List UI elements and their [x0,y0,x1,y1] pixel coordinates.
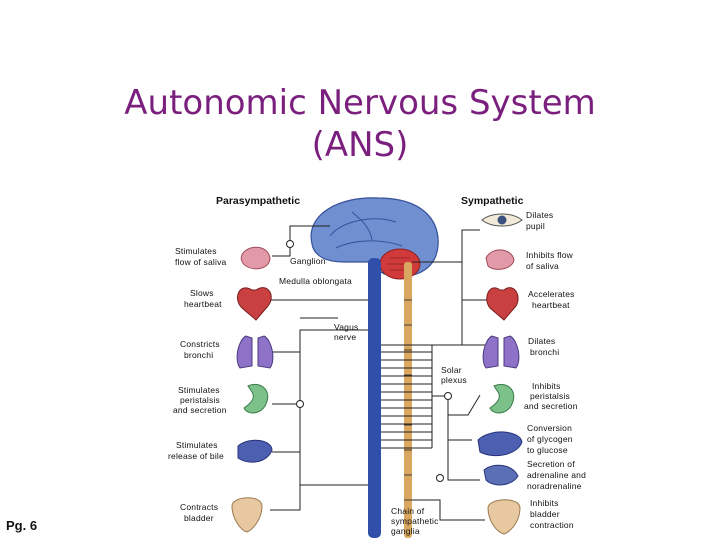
slide-title: Autonomic Nervous System (ANS) [0,82,720,166]
svg-text:and secretion: and secretion [173,405,227,415]
title-line-1: Autonomic Nervous System [124,83,596,123]
bladder-right [487,499,521,535]
svg-text:Secretion of: Secretion of [527,459,575,469]
svg-text:Chain of: Chain of [391,506,425,516]
right-label-pupil: Dilates pupil [526,210,553,231]
svg-text:heartbeat: heartbeat [532,300,570,310]
sympathetic-header: Sympathetic [461,195,524,207]
svg-text:adrenaline and: adrenaline and [527,470,586,480]
svg-text:peristalsis: peristalsis [180,395,220,405]
svg-text:peristalsis: peristalsis [530,391,570,401]
svg-text:pupil: pupil [526,221,545,231]
left-label-heart: Slows heartbeat [184,288,222,309]
svg-text:flow of saliva: flow of saliva [175,257,227,267]
right-label-adrenaline: Secretion of adrenaline and noradrenalin… [527,459,586,491]
parasympathetic-header: Parasympathetic [216,195,300,207]
svg-text:bladder: bladder [184,513,214,523]
vagus-nerve-label: Vagus nerve [334,322,358,342]
heart-left [237,287,272,321]
chain-ganglia-label: Chain of sympathetic ganglia [391,506,439,536]
heart-right [486,287,519,321]
ganglion-label: Ganglion [290,256,326,266]
svg-text:Stimulates: Stimulates [178,385,220,395]
svg-text:of saliva: of saliva [526,261,559,271]
stomach-right [489,384,515,414]
svg-text:noradrenaline: noradrenaline [527,481,582,491]
medulla-label: Medulla oblongata [279,276,352,286]
salivary-gland-right [485,249,515,270]
svg-text:Dilates: Dilates [526,210,553,220]
svg-text:Accelerates: Accelerates [528,289,575,299]
brain-illustration [310,197,439,280]
svg-text:heartbeat: heartbeat [184,299,222,309]
spinal-cord [368,258,381,538]
right-label-heart: Accelerates heartbeat [528,289,575,310]
svg-text:release of bile: release of bile [168,451,224,461]
svg-text:and secretion: and secretion [524,401,578,411]
left-label-saliva: Stimulates flow of saliva [175,246,227,267]
stomach-left [243,384,269,414]
svg-text:Inhibits: Inhibits [532,381,561,391]
svg-text:Solar: Solar [441,365,462,375]
svg-text:of glycogen: of glycogen [527,434,573,444]
svg-text:bronchi: bronchi [530,347,559,357]
left-label-peristalsis: Stimulates peristalsis and secretion [173,385,227,415]
right-label-bronchi: Dilates bronchi [528,336,559,357]
liver-left [237,439,273,463]
svg-text:sympathetic: sympathetic [391,516,439,526]
svg-text:contraction: contraction [530,520,574,530]
title-line-2: (ANS) [311,125,409,166]
page-number: Pg. 6 [6,518,38,533]
svg-text:Conversion: Conversion [527,423,572,433]
solar-plexus-label: Solar plexus [441,365,467,385]
svg-text:nerve: nerve [334,332,356,342]
svg-text:bladder: bladder [530,509,560,519]
svg-text:Stimulates: Stimulates [176,440,218,450]
svg-text:plexus: plexus [441,375,467,385]
left-label-bladder: Contracts bladder [180,502,218,523]
left-organs [231,246,274,533]
right-label-saliva: Inhibits flow of saliva [526,250,574,271]
svg-text:Inhibits: Inhibits [530,498,559,508]
svg-text:Slows: Slows [190,288,214,298]
svg-text:Inhibits flow: Inhibits flow [526,250,574,260]
lungs-right [482,335,520,369]
svg-text:Stimulates: Stimulates [175,246,217,256]
left-label-bile: Stimulates release of bile [168,440,224,461]
svg-text:ganglia: ganglia [391,526,420,536]
right-label-peristalsis: Inhibits peristalsis and secretion [524,381,578,411]
liver-right [477,431,523,457]
svg-text:Contracts: Contracts [180,502,218,512]
bladder-left [231,497,263,533]
right-organs [477,213,523,535]
adrenal-kidney [483,464,519,486]
svg-text:bronchi: bronchi [184,350,213,360]
svg-text:Dilates: Dilates [528,336,555,346]
left-label-bronchi: Constricts bronchi [180,339,220,360]
right-label-glycogen: Conversion of glycogen to glucose [527,423,573,455]
svg-text:Constricts: Constricts [180,339,220,349]
lungs-left [236,335,274,369]
right-label-bladder: Inhibits bladder contraction [530,498,574,530]
salivary-gland-left [240,246,271,270]
svg-text:to glucose: to glucose [527,445,568,455]
svg-text:Vagus: Vagus [334,322,358,332]
